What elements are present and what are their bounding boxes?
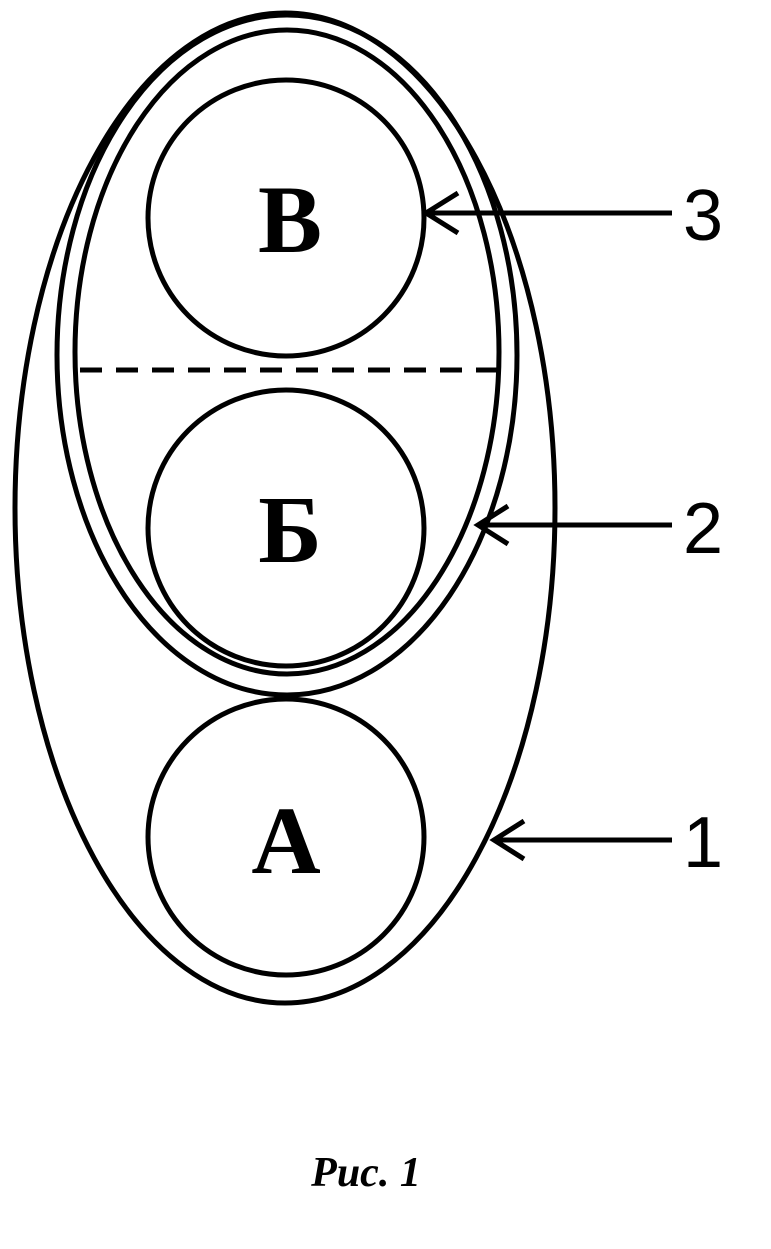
pointer-1-arrow bbox=[489, 818, 672, 862]
circle-top bbox=[145, 77, 427, 359]
pointer-2-number: 2 bbox=[683, 489, 723, 569]
circle-middle-label: Б bbox=[258, 476, 321, 583]
pointer-1-number: 1 bbox=[683, 803, 723, 883]
pointer-3-number: 3 bbox=[683, 176, 723, 256]
pointer-2-arrow bbox=[473, 503, 672, 547]
figure-caption: Рис. 1 bbox=[310, 1150, 421, 1196]
circle-bottom-label: А bbox=[251, 787, 320, 894]
circle-top-label: В bbox=[258, 166, 322, 273]
inner-ellipse bbox=[72, 27, 502, 677]
circle-middle bbox=[145, 387, 427, 669]
circle-bottom bbox=[145, 696, 427, 978]
middle-ellipse bbox=[54, 12, 520, 698]
pointer-3-arrow bbox=[421, 190, 672, 236]
